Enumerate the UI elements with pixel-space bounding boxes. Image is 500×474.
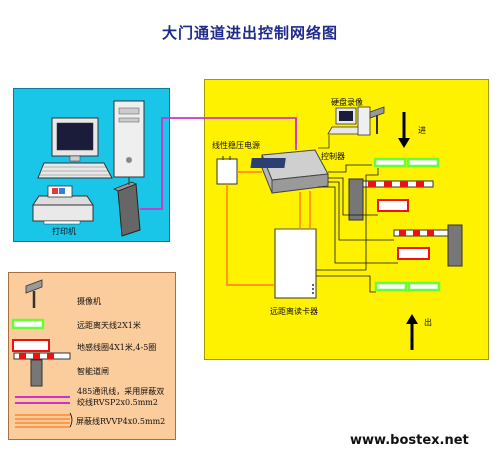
legend-loop-label: 地感线圈4X1米,4-5圈 [77,343,157,352]
legend-camera-icon [25,279,43,308]
legend-antenna-label: 远距离天线2X1米 [77,321,141,330]
legend-485-label-line2: 绞线RVSP2x0.5mm2 [77,398,158,407]
enter-arrow [398,112,410,148]
legend-antenna-swatch [11,318,45,330]
field-panel [204,79,489,360]
controller-label: 控制器 [321,152,345,161]
legend-panel [8,272,176,440]
dvr-label: 硬盘录像 [331,98,363,107]
computer-icon [37,100,145,179]
legend-shield-label: 屏蔽线RVVP4x0.5mm2 [76,417,166,426]
antenna-bottom-left [374,281,408,292]
ground-loop-bottom [397,247,430,260]
antenna-bottom-right [407,281,441,292]
ground-loop-top [377,199,409,212]
exit-label: 出 [424,318,432,327]
printer-label: 打印机 [52,227,76,236]
camera-icon [369,106,385,134]
card-reader-icon [274,228,317,299]
legend-barrier-icon [13,352,71,387]
controller-icon [250,149,329,194]
reader-label: 远距离读卡器 [270,307,318,316]
printer-icon [32,185,94,225]
antenna-top-right [406,157,440,168]
enter-label: 进 [418,126,426,135]
converter-icon [113,177,141,237]
website-url: www.bostex.net [350,433,469,448]
legend-barrier-label: 智能道闸 [77,367,109,376]
exit-arrow [406,314,418,350]
diagram-title: 大门通道进出控制网络图 [161,24,338,42]
legend-loop-swatch [12,339,50,352]
legend-camera-label: 摄像机 [77,297,101,306]
power-supply-icon [216,156,238,185]
barrier-gate-top [348,178,434,221]
barrier-gate-bottom [393,224,463,267]
dvr-icon [327,106,371,136]
antenna-top-left [373,157,407,168]
power-supply-label: 线性稳压电源 [212,141,260,150]
legend-485-label-line1: 485通讯线，采用屏蔽双 [77,387,165,396]
